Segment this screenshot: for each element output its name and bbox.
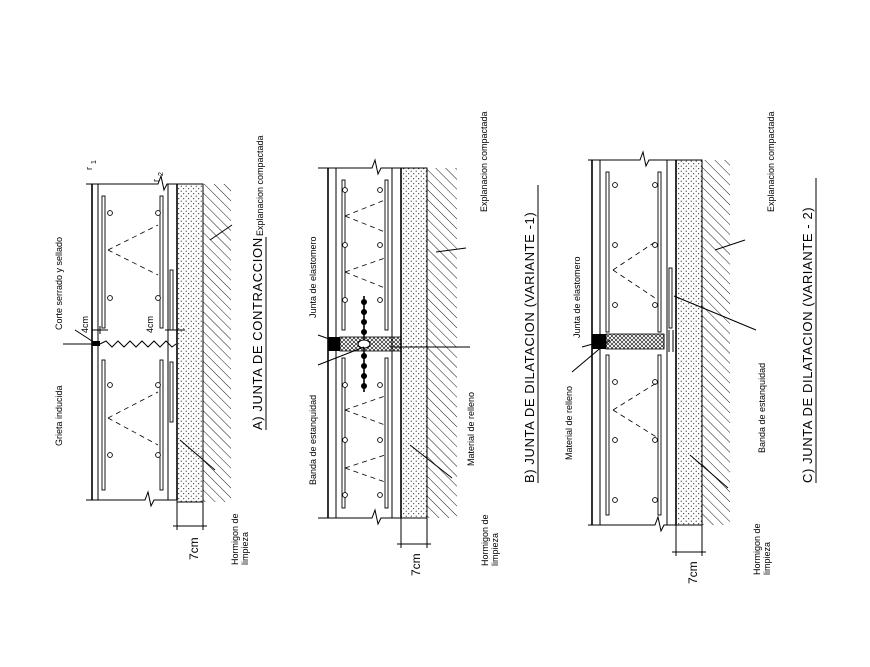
lean-concrete-c [675,159,703,526]
joint-a [92,329,185,348]
soil-hatch-c [702,160,730,525]
label-dim-4cm-top: 4cm [80,316,90,333]
title-section-a: A) JUNTA DE CONTRACCION [250,237,265,430]
joint-b [328,296,402,392]
label-r1: r [84,167,94,170]
soil-hatch-a [203,184,231,502]
label-junta-elastomero-b: Junta de elastomero [308,236,318,318]
label-hormigon-c-2: limpieza [762,542,772,575]
label-corte-serrado: Corte serrado y sellado [54,237,64,330]
label-junta-elastomero-c: Junta de elastomero [572,256,582,338]
label-r2: r [151,179,161,182]
label-r2-sub: 2 [158,172,165,176]
label-banda-estanquidad-c: Banda de estanquidad [757,363,767,453]
section-a-contraction-joint: Grieta inducida Corte serrado y sellado … [54,135,267,565]
label-material-relleno-c: Material de relleno [564,386,574,460]
label-hormigon-b-2: limpieza [490,533,500,566]
title-section-c: C) JUNTA DE DILATACION (VARIANTE - 2) [800,207,815,483]
label-dim-7cm-a: 7cm [187,537,201,560]
dashed-lines-a [107,224,159,446]
dashed-lines-b [344,199,386,483]
label-banda-estanquidad-b: Banda de estanquidad [308,395,318,485]
dimension-7cm-a [173,502,207,530]
dimension-7cm-b [397,518,431,548]
dimension-4cm-a [92,326,177,334]
label-grieta-inducida: Grieta inducida [54,385,64,446]
label-r1-sub: 1 [91,160,98,164]
label-explanacion-a: Explanacion compactada [255,135,265,236]
label-explanacion-b: Explanacion compactada [479,111,489,212]
dashed-lines-c [612,239,659,439]
rebars-a [101,195,174,491]
slab-a [86,174,200,508]
label-dim-4cm-mid: 4cm [145,316,155,333]
label-hormigon-a-1: Hormigon de [230,513,240,565]
section-b-expansion-joint-variant-1: Junta de elastomero Banda de estanquidad… [308,111,539,576]
title-section-b: B) JUNTA DE DILATACION (VARIANTE -1) [522,212,537,483]
label-material-relleno-b: Material de relleno [466,392,476,466]
rebars-c [605,171,673,516]
dimension-7cm-c [672,525,706,556]
label-hormigon-a-2: limpieza [240,532,250,565]
lean-concrete-b [400,167,428,519]
rebars-b [341,179,389,509]
joint-c [592,330,674,352]
lean-concrete-a [176,183,204,503]
label-hormigon-c-1: Hormigon de [752,523,762,575]
section-c-expansion-joint-variant-2: Junta de elastomero Material de relleno … [564,111,817,584]
soil-hatch-b [427,168,457,518]
label-hormigon-b-1: Hormigon de [480,514,490,566]
label-dim-7cm-c: 7cm [686,561,700,584]
label-dim-7cm-b: 7cm [409,553,423,576]
label-explanacion-c: Explanacion compactada [766,111,776,212]
